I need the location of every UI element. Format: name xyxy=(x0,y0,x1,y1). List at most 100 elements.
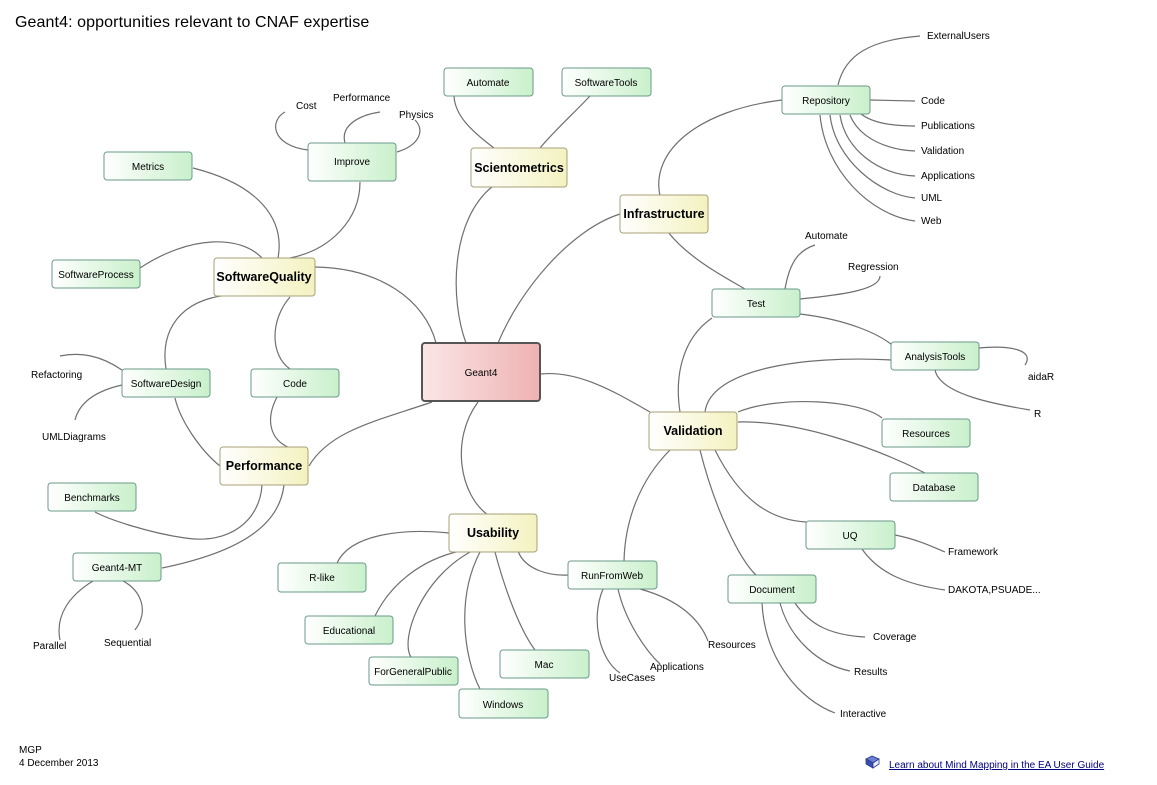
leaf-web[interactable]: Web xyxy=(921,216,942,227)
topic-infrastructure[interactable]: Infrastructure xyxy=(619,194,709,234)
node-mac[interactable]: Mac xyxy=(499,649,590,679)
node-educational[interactable]: Educational xyxy=(304,615,394,645)
edge xyxy=(453,95,495,149)
topic-label: Scientometrics xyxy=(474,161,564,175)
leaf-regression[interactable]: Regression xyxy=(848,262,899,273)
edge xyxy=(737,421,926,474)
edge xyxy=(192,167,280,259)
leaf-uml[interactable]: UML xyxy=(921,193,943,204)
node-windows[interactable]: Windows xyxy=(458,688,549,719)
node-label: Resources xyxy=(902,429,950,440)
leaf-applications-repo[interactable]: Applications xyxy=(921,171,975,182)
leaf-framework[interactable]: Framework xyxy=(948,547,999,558)
node-repository[interactable]: Repository xyxy=(781,85,871,115)
edge xyxy=(396,119,421,153)
topic-performance[interactable]: Performance xyxy=(219,446,309,486)
leaf-sequential[interactable]: Sequential xyxy=(104,638,151,649)
edge xyxy=(799,275,881,300)
leaf-resources[interactable]: Resources xyxy=(708,640,756,651)
node-label: SoftwareDesign xyxy=(131,379,202,390)
node-label: R-like xyxy=(309,573,335,584)
edge xyxy=(343,111,381,144)
leaf-use-cases[interactable]: UseCases xyxy=(609,673,655,684)
root-node-box xyxy=(421,342,541,402)
leaf-r[interactable]: R xyxy=(1034,409,1041,420)
edge xyxy=(737,401,883,419)
node-label: Geant4-MT xyxy=(92,563,143,574)
leaf-cost[interactable]: Cost xyxy=(296,101,317,112)
root-node[interactable]: Geant4 xyxy=(421,342,541,402)
user-guide-link-group[interactable]: Learn about Mind Mapping in the EA User … xyxy=(864,754,1104,771)
node-run-from-web[interactable]: RunFromWeb xyxy=(567,560,658,590)
edge xyxy=(829,114,916,199)
edge xyxy=(407,551,471,658)
edge xyxy=(978,346,1028,366)
leaf-applications-web[interactable]: Applications xyxy=(650,662,704,673)
leaf-parallel[interactable]: Parallel xyxy=(33,641,66,652)
user-guide-link[interactable]: Learn about Mind Mapping in the EA User … xyxy=(889,760,1105,771)
leaf-performance[interactable]: Performance xyxy=(333,93,391,104)
edge xyxy=(934,369,1031,411)
edge xyxy=(861,548,946,591)
leaf-uml-diagrams[interactable]: UMLDiagrams xyxy=(42,432,106,443)
leaf-coverage[interactable]: Coverage xyxy=(873,632,917,643)
node-automate-top[interactable]: Automate xyxy=(443,67,534,97)
node-software-design[interactable]: SoftwareDesign xyxy=(121,368,211,398)
edge xyxy=(58,580,94,641)
edge xyxy=(161,484,285,569)
leaves: ExternalUsers Code Publications Validati… xyxy=(31,31,1054,720)
leaf-validation[interactable]: Validation xyxy=(921,146,964,157)
node-document[interactable]: Document xyxy=(727,574,817,604)
topic-usability[interactable]: Usability xyxy=(448,513,538,553)
node-geant4-mt[interactable]: Geant4-MT xyxy=(72,552,162,582)
leaf-aidar[interactable]: aidaR xyxy=(1028,372,1054,383)
leaf-physics[interactable]: Physics xyxy=(399,110,433,121)
node-database[interactable]: Database xyxy=(889,472,979,502)
node-test[interactable]: Test xyxy=(711,288,801,318)
node-benchmarks[interactable]: Benchmarks xyxy=(47,482,137,512)
node-label: Benchmarks xyxy=(64,493,120,504)
topic-box xyxy=(619,194,709,234)
node-label: Document xyxy=(749,585,795,596)
node-resources[interactable]: Resources xyxy=(881,418,971,448)
node-label: ForGeneralPublic xyxy=(374,667,452,678)
leaf-interactive[interactable]: Interactive xyxy=(840,709,887,720)
node-code[interactable]: Code xyxy=(250,368,340,398)
node-analysis-tools[interactable]: AnalysisTools xyxy=(890,341,980,371)
topic-validation[interactable]: Validation xyxy=(648,411,738,451)
leaf-automate[interactable]: Automate xyxy=(805,231,848,242)
edge xyxy=(799,313,893,346)
edge xyxy=(455,185,494,344)
leaf-publications[interactable]: Publications xyxy=(921,121,975,132)
topic-box xyxy=(648,411,738,451)
node-label: Improve xyxy=(334,157,371,168)
edge xyxy=(596,588,621,674)
leaf-results[interactable]: Results xyxy=(854,667,887,678)
leaf-external-users[interactable]: ExternalUsers xyxy=(927,31,990,42)
node-r-like[interactable]: R-like xyxy=(277,562,367,593)
node-for-general-public[interactable]: ForGeneralPublic xyxy=(368,656,459,686)
topic-scientometrics[interactable]: Scientometrics xyxy=(470,147,568,188)
node-label: Test xyxy=(747,299,766,310)
node-label: Mac xyxy=(535,660,554,671)
node-software-tools[interactable]: SoftwareTools xyxy=(561,67,652,97)
node-metrics[interactable]: Metrics xyxy=(103,151,193,181)
edge xyxy=(139,241,263,269)
leaf-refactoring[interactable]: Refactoring xyxy=(31,370,82,381)
edge xyxy=(460,401,489,516)
topic-software-quality[interactable]: SoftwareQuality xyxy=(213,257,316,297)
edge xyxy=(122,580,143,631)
leaf-dakota[interactable]: DAKOTA,PSUADE... xyxy=(948,585,1041,596)
edge xyxy=(174,397,221,467)
node-software-process[interactable]: SoftwareProcess xyxy=(51,259,141,289)
topic-label: Usability xyxy=(467,526,519,540)
leaf-code[interactable]: Code xyxy=(921,96,945,107)
edge xyxy=(59,353,123,371)
edge xyxy=(819,114,916,222)
book-icon[interactable] xyxy=(864,754,881,771)
edge xyxy=(869,99,916,102)
edge xyxy=(699,449,757,576)
node-improve[interactable]: Improve xyxy=(307,142,397,182)
node-uq[interactable]: UQ xyxy=(805,520,896,550)
